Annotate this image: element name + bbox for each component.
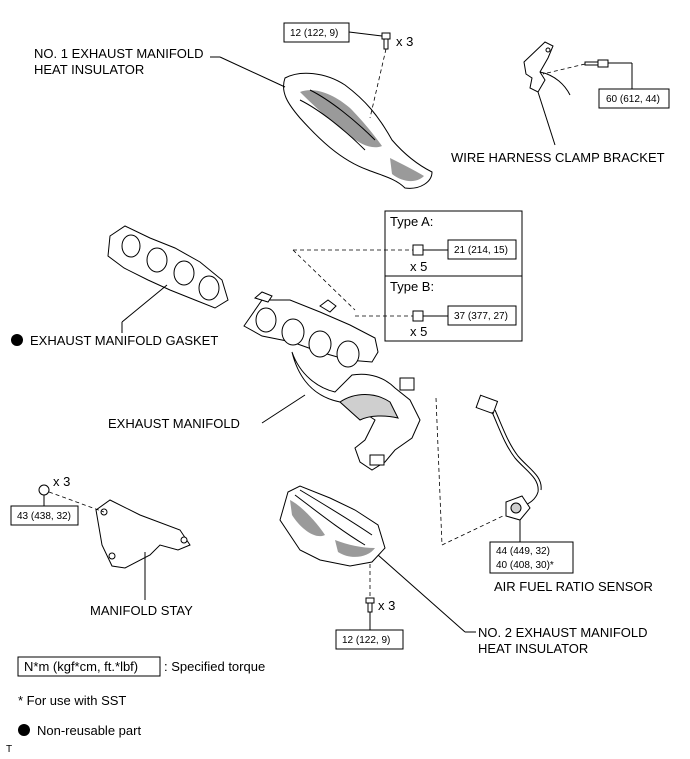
torque-box-stay [10,505,79,526]
torque-sensor-line2: 40 (408, 30)* [496,560,554,571]
torque-box-bracket [598,88,670,109]
nut-icon [412,310,424,322]
legend-torque-desc: : Specified torque [164,659,265,674]
torque-sensor-line1: 44 (449, 32) [496,546,550,557]
torque-type-a: 21 (214, 15) [454,245,508,256]
legend-torque-box [17,656,161,677]
nut-icon [412,244,424,256]
qty-insulator1: x 3 [396,34,413,49]
legend-torque-unit: N*m (kgf*cm, ft.*lbf) [24,659,138,674]
label-heat-insulator-1-line2: HEAT INSULATOR [34,62,144,77]
corner-mark: T [6,744,12,755]
exhaust-manifold [243,291,421,471]
non-reusable-legend-icon [18,724,30,736]
torque-bracket: 60 (612, 44) [606,94,660,105]
leader-heat-insulator-1 [219,56,286,88]
label-af-sensor: AIR FUEL RATIO SENSOR [494,579,653,594]
qty-stay: x 3 [53,474,70,489]
qty-insulator2: x 3 [378,598,395,613]
label-wire-harness-bracket: WIRE HARNESS CLAMP BRACKET [451,150,665,165]
manifold-stay [95,499,191,569]
air-fuel-ratio-sensor [475,394,542,521]
label-type-b: Type B: [390,279,434,294]
label-manifold: EXHAUST MANIFOLD [108,416,240,431]
non-reusable-mark-icon [11,334,23,346]
torque-box-type-b [447,305,517,326]
legend-sst-note: * For use with SST [18,693,126,708]
torque-box-insulator2 [335,629,404,650]
wire-harness-clamp-bracket [523,41,571,96]
label-manifold-stay: MANIFOLD STAY [90,603,193,618]
qty-type-a: x 5 [410,259,427,274]
bolt-icon [584,59,609,68]
torque-stay: 43 (438, 32) [17,511,71,522]
torque-box-sensor [489,541,574,574]
heat-insulator-1 [283,72,433,189]
torque-type-b: 37 (377, 27) [454,311,508,322]
torque-insulator1: 12 (122, 9) [290,28,338,39]
heat-insulator-2 [279,485,386,567]
bolt-icon [365,597,375,613]
torque-insulator2: 12 (122, 9) [342,635,390,646]
label-heat-insulator-2-line1: NO. 2 EXHAUST MANIFOLD [478,625,648,640]
label-heat-insulator-2-line2: HEAT INSULATOR [478,641,588,656]
bolt-icon [38,484,50,496]
exhaust-manifold-gasket [107,225,229,309]
label-heat-insulator-1-line1: NO. 1 EXHAUST MANIFOLD [34,46,204,61]
torque-box-type-a [447,239,517,260]
bolt-icon [381,32,391,50]
legend-non-reusable: Non-reusable part [37,723,141,738]
label-gasket: EXHAUST MANIFOLD GASKET [30,333,218,348]
label-type-a: Type A: [390,214,433,229]
qty-type-b: x 5 [410,324,427,339]
